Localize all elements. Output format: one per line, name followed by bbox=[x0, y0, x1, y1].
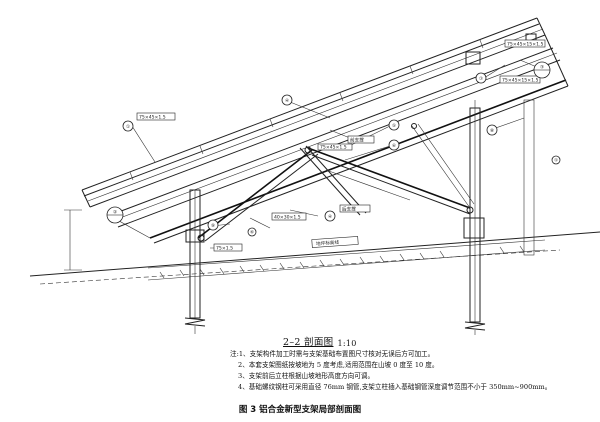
tag-mid: 75×45×1.5 bbox=[320, 145, 347, 151]
callouts: ① ② ③ ④ ⑤ ⑥ ⑦ ⑧ ⑨ ④ ⑥ ① bbox=[106, 61, 561, 237]
section-title-text: 2–2 剖面图 bbox=[283, 337, 334, 348]
callout-4: ④ bbox=[285, 98, 289, 104]
note-4: 4、基础螺纹钢柱可采用直径 76mm 钢管,支架立柱插入基础钢管深度调节范围不小… bbox=[238, 383, 552, 391]
braces bbox=[197, 123, 475, 242]
note-3: 3、支架前后立柱根据山坡地形高度方向可调。 bbox=[238, 372, 375, 380]
callout-1b: ① bbox=[554, 158, 558, 164]
section-drawing: 地坪标高线 bbox=[29, 17, 600, 335]
tag-back-label: 后支撑 bbox=[342, 206, 356, 213]
tag-top-right-2: 75×45×15×1.5 bbox=[502, 78, 538, 84]
callout-2: ② bbox=[113, 210, 117, 216]
pv-panel-band bbox=[81, 17, 569, 244]
tag-top-right: 75×45×15×1.5 bbox=[507, 42, 543, 48]
member-tags: 75×45×15×1.5 75×45×15×1.5 75×45×1.5 前支撑 … bbox=[136, 39, 546, 252]
callout-6: ⑥ bbox=[392, 143, 396, 149]
callout-5: ⑤ bbox=[392, 123, 396, 129]
tag-front-brace: 40×30×1.5 bbox=[274, 215, 301, 221]
ground-slope: 地坪标高线 bbox=[29, 231, 600, 285]
notes-block: 注:1、支架构件加工时需与支架基础布置图尺寸核对无误后方可加工。 2、本套支架图… bbox=[230, 349, 595, 393]
callout-8: ⑧ bbox=[490, 128, 494, 134]
back-post bbox=[463, 99, 535, 335]
front-post bbox=[184, 189, 206, 334]
left-dimension-line bbox=[64, 209, 82, 271]
ground-level-tag: 地坪标高线 bbox=[316, 239, 340, 248]
note-1: 注:1、支架构件加工时需与支架基础布置图尺寸核对无误后方可加工。 bbox=[230, 350, 435, 358]
figure-caption: 图 3 铝合金新型支架局部剖面图 bbox=[238, 405, 362, 415]
callout-3: ③ bbox=[540, 65, 544, 71]
callout-1: ① bbox=[126, 124, 130, 130]
tag-beam-left: 75×45×1.5 bbox=[139, 115, 166, 121]
callout-9: ⑨ bbox=[211, 223, 215, 229]
tag-front-label: 前支撑 bbox=[350, 137, 364, 144]
tag-front-post: 75×1.5 bbox=[216, 246, 233, 252]
callout-4b: ④ bbox=[328, 214, 332, 220]
note-2: 2、本套支架图纸按坡地为 5 度考虑,适用范围在山坡 0 度至 10 度。 bbox=[238, 361, 439, 369]
callout-6b: ⑥ bbox=[250, 230, 254, 236]
section-scale: 1:10 bbox=[337, 339, 357, 348]
callout-7: ⑦ bbox=[479, 76, 483, 82]
